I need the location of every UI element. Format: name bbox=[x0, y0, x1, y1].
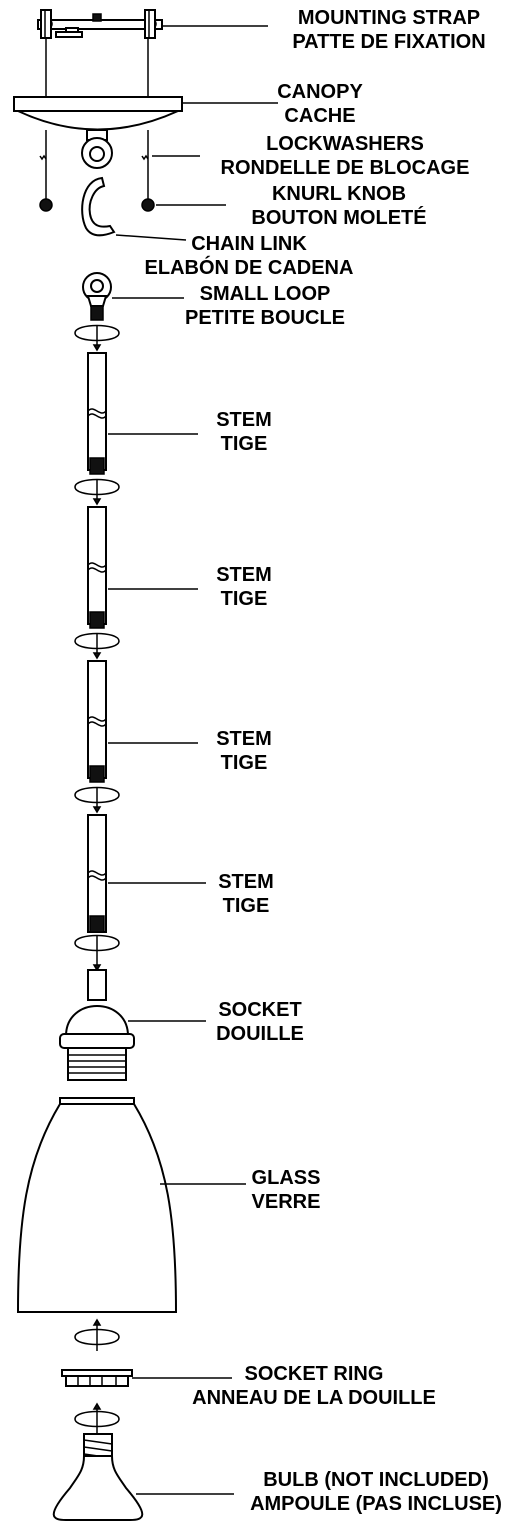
small-loop-label-en: SMALL LOOP bbox=[199, 283, 331, 305]
lockwashers-label: LOCKWASHERS RONDELLE DE BLOCAGE bbox=[221, 132, 470, 180]
socket-label-fr: DOUILLE bbox=[216, 1023, 304, 1045]
socket-ring-part bbox=[61, 1369, 133, 1387]
stem-3-part bbox=[87, 660, 107, 783]
stem-4-label: STEM TIGE bbox=[218, 870, 274, 918]
chain-link-leader bbox=[115, 234, 187, 241]
bulb-label-en: BULB (NOT INCLUDED) bbox=[263, 1469, 489, 1491]
canopy-part bbox=[13, 96, 183, 131]
bulb-label-fr: AMPOULE (PAS INCLUSE) bbox=[250, 1493, 502, 1515]
canopy-label: CANOPY CACHE bbox=[277, 80, 363, 128]
stem-4-label-fr: TIGE bbox=[222, 895, 270, 917]
lockwashers-label-fr: RONDELLE DE BLOCAGE bbox=[220, 157, 470, 179]
stem-1-label-en: STEM bbox=[216, 409, 272, 431]
stem-3-label: STEM TIGE bbox=[216, 727, 272, 775]
knurl-knobs-part bbox=[39, 198, 155, 212]
glass-label-fr: VERRE bbox=[251, 1191, 321, 1213]
lockwashers-part bbox=[39, 154, 149, 161]
mounting-strap-label-en: MOUNTING STRAP bbox=[297, 7, 481, 29]
socket-ring-label-fr: ANNEAU DE LA DOUILLE bbox=[192, 1387, 436, 1409]
canopy-label-fr: CACHE bbox=[284, 105, 356, 127]
socket-label-en: SOCKET bbox=[218, 999, 302, 1021]
small-loop-label-fr: PETITE BOUCLE bbox=[184, 307, 346, 329]
glass-part bbox=[16, 1097, 178, 1313]
socket-ring-label: SOCKET RING ANNEAU DE LA DOUILLE bbox=[192, 1362, 436, 1410]
lockwashers-label-en: LOCKWASHERS bbox=[266, 133, 424, 155]
stem-1-part bbox=[87, 352, 107, 475]
stem-2-part bbox=[87, 506, 107, 629]
canopy-loop-part bbox=[81, 129, 113, 169]
glass-label-en: GLASS bbox=[251, 1167, 321, 1189]
stem-2-label-en: STEM bbox=[216, 564, 272, 586]
chain-link-label-en: CHAIN LINK bbox=[191, 233, 307, 255]
canopy-label-en: CANOPY bbox=[277, 81, 363, 103]
glass-label: GLASS VERRE bbox=[252, 1166, 321, 1214]
chain-link-part bbox=[81, 176, 116, 237]
knurl-knob-label-en: KNURL KNOB bbox=[271, 183, 407, 205]
small-loop-part bbox=[82, 272, 112, 321]
small-loop-label: SMALL LOOP PETITE BOUCLE bbox=[185, 282, 345, 330]
socket-ring-label-en: SOCKET RING bbox=[244, 1363, 384, 1385]
stem-1-label-fr: TIGE bbox=[220, 433, 268, 455]
stem-3-label-fr: TIGE bbox=[220, 752, 268, 774]
knurl-knob-label: KNURL KNOB BOUTON MOLETÉ bbox=[251, 182, 426, 230]
socket-part bbox=[59, 969, 135, 1081]
bulb-part bbox=[52, 1433, 144, 1521]
stem-3-label-en: STEM bbox=[216, 728, 272, 750]
stem-1-label: STEM TIGE bbox=[216, 408, 272, 456]
chain-link-label-fr: ELABÓN DE CADENA bbox=[144, 257, 354, 279]
chain-link-label: CHAIN LINK ELABÓN DE CADENA bbox=[145, 232, 354, 280]
stem-4-part bbox=[87, 814, 107, 933]
mounting-screws bbox=[45, 38, 149, 200]
stem-2-label: STEM TIGE bbox=[216, 563, 272, 611]
socket-label: SOCKET DOUILLE bbox=[216, 998, 304, 1046]
rotation-arrows bbox=[74, 324, 120, 1433]
mounting-strap-label: MOUNTING STRAP PATTE DE FIXATION bbox=[292, 6, 485, 54]
mounting-strap-part bbox=[37, 9, 163, 39]
stem-4-label-en: STEM bbox=[218, 871, 274, 893]
stem-2-label-fr: TIGE bbox=[220, 588, 268, 610]
bulb-label: BULB (NOT INCLUDED) AMPOULE (PAS INCLUSE… bbox=[250, 1468, 502, 1516]
mounting-strap-label-fr: PATTE DE FIXATION bbox=[292, 31, 486, 53]
knurl-knob-label-fr: BOUTON MOLETÉ bbox=[251, 207, 427, 229]
